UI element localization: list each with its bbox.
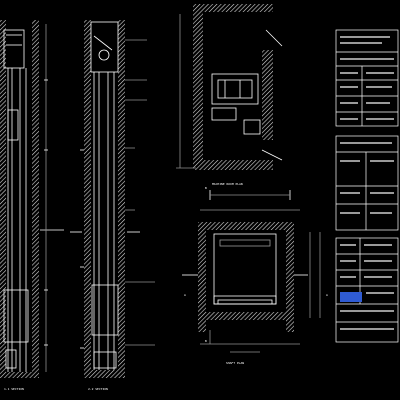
shaft-plan-title: SHAFT PLAN — [226, 361, 244, 365]
machine-base — [211, 73, 259, 105]
section-1-right-wall — [32, 20, 39, 378]
mark-a-right: A — [326, 293, 328, 297]
section-2-elevation — [70, 20, 155, 378]
section-2-left-wall — [84, 20, 91, 378]
mark-b-top: B — [205, 186, 207, 190]
section-1-elevation — [0, 20, 64, 378]
section-1-machine — [3, 29, 25, 69]
section-2-car — [91, 284, 119, 336]
machine-room-plan — [176, 4, 283, 170]
machine-room-plan-title: MACHINE ROOM PLAN — [212, 182, 243, 186]
company-stamp — [340, 292, 362, 302]
section-2-title: 2-2 SECTION — [88, 387, 108, 391]
mark-a-left: A — [184, 293, 186, 297]
section-1-title: 1-1 SECTION — [4, 387, 24, 391]
section-2-sheave — [98, 49, 110, 61]
notes-table-middle — [335, 135, 399, 231]
title-block — [335, 237, 399, 343]
mark-b-bottom: B — [205, 339, 207, 343]
car-outline — [213, 233, 277, 305]
section-1-left-wall — [0, 20, 6, 378]
notes-text-blocks — [340, 36, 394, 330]
section-2-pit — [84, 370, 125, 378]
notes-table-top — [335, 29, 399, 127]
section-1-pit — [0, 372, 39, 378]
shaft-plan — [182, 190, 321, 353]
section-1-car — [3, 289, 29, 343]
section-2-right-wall — [118, 20, 125, 378]
section-2-machine-room — [90, 21, 119, 73]
